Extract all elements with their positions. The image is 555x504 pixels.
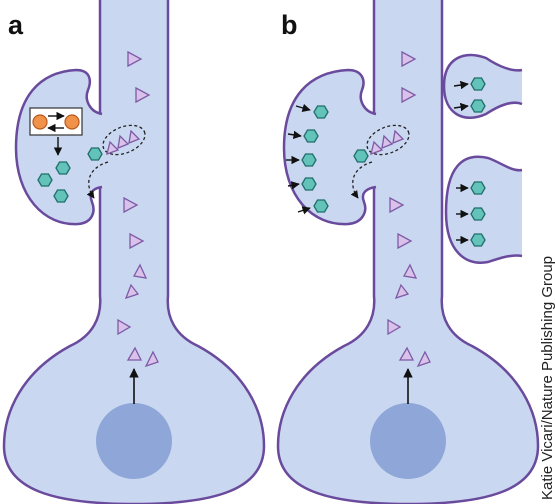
circle-icon [64, 114, 80, 130]
arrow-icon [453, 80, 469, 90]
hexagon-icon [470, 207, 486, 221]
panel-label-a: a [8, 10, 24, 40]
hexagon-icon [313, 199, 329, 213]
triangle-icon [128, 129, 141, 145]
triangle-icon [126, 346, 143, 361]
triangle-icon [387, 318, 402, 336]
arrow-icon [295, 103, 311, 112]
arrow-icon [287, 181, 300, 190]
nucleus-b [370, 403, 446, 479]
dendritic-spine-b [282, 68, 377, 226]
triangle-icon [370, 140, 384, 156]
hexagon-icon [470, 181, 486, 195]
hexagon-icon [87, 147, 103, 161]
arrow-icon [453, 102, 469, 112]
hexagon-icon [37, 173, 53, 187]
hexagon-icon [470, 77, 486, 91]
vesicle-oval-a [102, 124, 146, 156]
circle-icon [32, 114, 48, 130]
hexagon-icon [301, 153, 317, 167]
triangle-icon [401, 86, 417, 104]
triangle-icon [127, 50, 143, 68]
triangle-group-b [387, 50, 431, 368]
neuron-cell-body-a [2, 0, 266, 504]
hexagon-icon [353, 149, 369, 163]
triangle-icon [135, 86, 151, 104]
triangle-icon [416, 350, 431, 368]
hexagon-group-a [37, 147, 103, 203]
image-credit: Katie Vicari/Nature Publishing Group [539, 255, 555, 500]
triangle-icon [123, 196, 139, 214]
arrow-icon [297, 206, 311, 215]
triangle-icon [144, 350, 159, 368]
hexagon-icon [303, 129, 319, 143]
arrow-icon [287, 130, 302, 140]
triangle-icon [401, 50, 417, 68]
hexagon-icon [53, 189, 69, 203]
panel-label-b: b [281, 10, 298, 40]
vesicle-oval-b [366, 124, 410, 156]
hexagon-arrows-left-b [286, 103, 369, 215]
triangle-icon [397, 232, 413, 250]
dashed-arrow-icon [86, 161, 109, 199]
panel-b [276, 0, 540, 504]
triangle-group-a [117, 50, 159, 368]
triangle-icon [129, 232, 145, 250]
triangle-icon [402, 263, 418, 279]
neuron-cell-body-b [276, 0, 540, 504]
triangle-icon [392, 129, 405, 145]
hexagon-icon [470, 233, 486, 247]
hexagon-icon [301, 177, 317, 191]
triangle-icon [389, 196, 405, 214]
hexagon-icon [313, 105, 329, 119]
spine-fragment-bottom-b [444, 155, 523, 264]
triangle-icon [394, 283, 410, 300]
triangle-icon [106, 140, 120, 156]
hexagon-arrows-right-b [453, 77, 486, 247]
dashed-arrow-icon [350, 161, 373, 199]
triangle-icon [381, 134, 394, 150]
triangle-icon [124, 283, 140, 300]
triangle-icon [117, 134, 130, 150]
nucleus-a [96, 403, 172, 479]
hexagon-icon [55, 161, 71, 175]
triangle-icon [132, 263, 148, 279]
triangle-icon [398, 346, 415, 361]
hexagon-icon [470, 99, 486, 113]
panel-a [2, 0, 266, 504]
triangle-icon [117, 318, 132, 336]
